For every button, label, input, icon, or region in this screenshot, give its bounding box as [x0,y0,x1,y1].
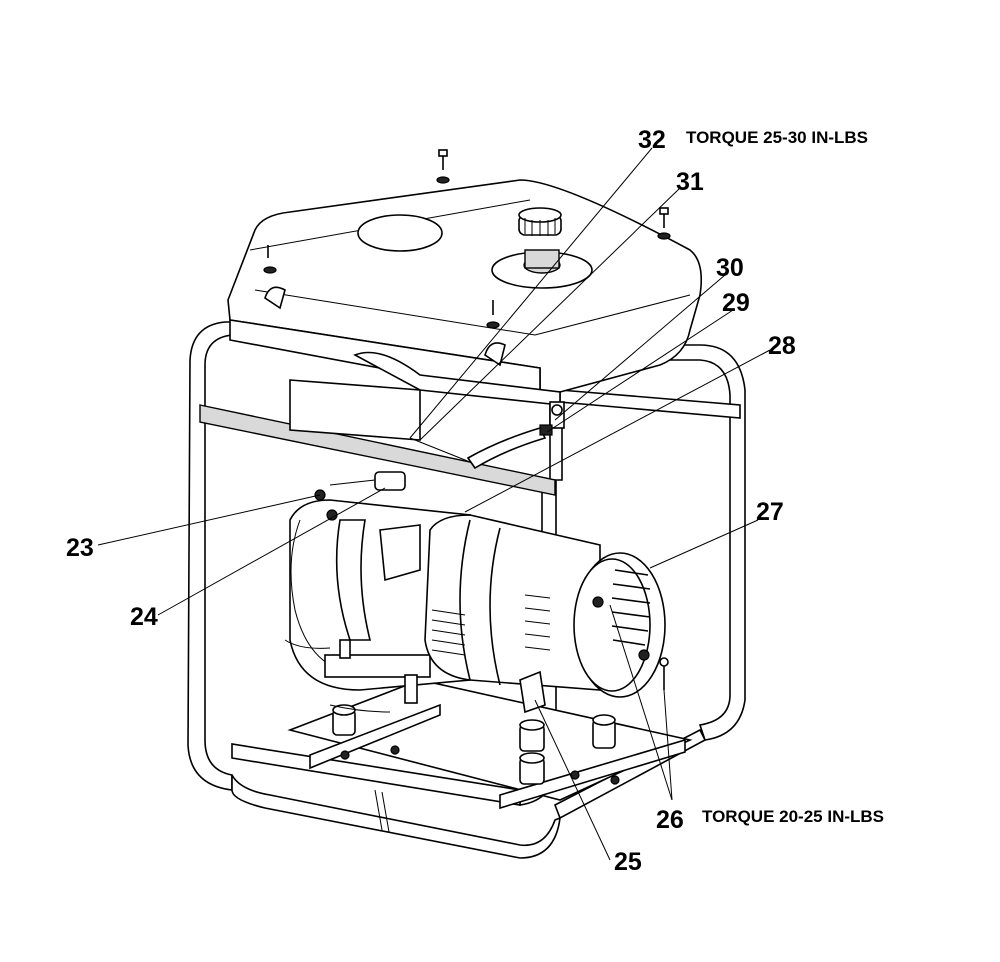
callout-26: 26 [656,806,684,834]
alternator-vents [431,594,551,656]
callout-30: 30 [716,254,744,282]
fuel-cap [518,207,562,236]
alternator [424,514,669,714]
tank-bolts [263,149,671,329]
base-plate [287,679,693,810]
fuel-valve [539,401,565,436]
torque-note-top: TORQUE 25-30 IN-LBS [686,128,868,147]
callout-labels: 32 31 30 29 28 27 26 25 24 23 [66,126,796,876]
callout-28: 28 [768,332,796,360]
callout-27: 27 [756,498,784,526]
callout-32: 32 [638,126,666,154]
callout-24: 24 [130,603,158,631]
callout-31: 31 [676,168,704,196]
end-cover [573,552,666,698]
callout-23: 23 [66,534,94,562]
callout-29: 29 [722,289,750,317]
fuel-line [409,427,547,470]
torque-note-bottom: TORQUE 20-25 IN-LBS [702,807,884,826]
callout-25: 25 [614,848,642,876]
bolt [659,657,669,690]
fuel-tank [227,179,703,400]
leader-lines [97,147,771,861]
